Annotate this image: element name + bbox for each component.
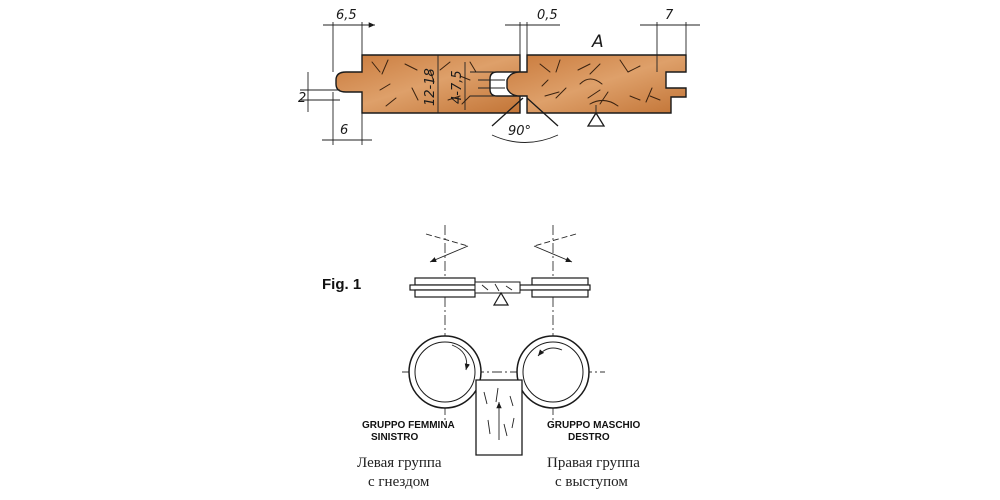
angle-label: 90°: [508, 124, 531, 139]
right-group-label-line2: DESTRO: [568, 432, 610, 443]
dim-thickness: 12-18: [423, 68, 438, 106]
right-board: [506, 54, 687, 114]
figure-label: Fig. 1: [322, 276, 361, 293]
tool-stack: [409, 277, 591, 306]
cutter-groups-drawing: Fig. 1: [322, 225, 641, 490]
right-caption-line1: Правая группа: [547, 455, 640, 471]
dim-right-top: 7: [665, 8, 674, 23]
dim-left-side: 2: [298, 91, 306, 106]
right-group-label-line1: GRUPPO MASCHIO: [547, 420, 641, 431]
left-group-label-line1: GRUPPO FEMMINA: [362, 420, 455, 431]
dim-tongue: 4-7,5: [450, 70, 465, 104]
dim-middle-top: 0,5: [537, 8, 558, 23]
left-group-label-line2: SINISTRO: [371, 432, 418, 443]
wood-grain: [371, 59, 661, 107]
feed-direction-arrows: [425, 233, 577, 263]
workpiece: [475, 379, 523, 456]
left-cutter: [408, 335, 482, 409]
support-triangle-top: [586, 111, 606, 127]
dim-left-bottom: 6: [340, 123, 348, 138]
left-caption-line2: с гнездом: [368, 474, 430, 490]
board-profile-drawing: 6,5 0,5 7 A 2 6 12-18 4-7,5: [298, 8, 700, 145]
dim-left-top: 6,5: [336, 8, 357, 23]
left-caption-line1: Левая группа: [357, 455, 442, 471]
section-label: A: [591, 32, 604, 52]
right-cutter: [516, 335, 590, 409]
right-caption-line2: с выступом: [555, 474, 628, 490]
